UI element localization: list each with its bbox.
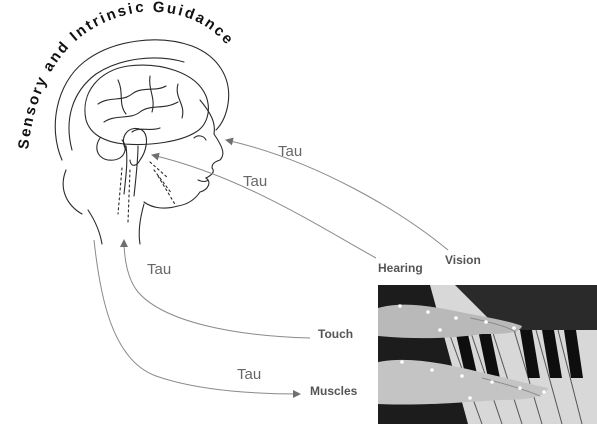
arrow-vision [226,140,448,250]
head-sketch [55,40,228,244]
piano-hands-photo [378,285,597,424]
tau-label-hearing: Tau [243,174,267,189]
arrow-hearing [152,155,376,258]
source-label-touch: Touch [318,328,353,340]
source-label-muscles: Muscles [310,385,357,397]
arrow-touch [124,240,310,338]
tau-label-vision: Tau [278,144,302,159]
tau-label-muscles: Tau [237,367,261,382]
diagram-title: Sensory and Intrinsic Guidance [15,0,238,150]
arrow-muscles [94,240,300,394]
source-label-vision: Vision [445,254,481,266]
tau-label-touch: Tau [147,262,171,277]
source-label-hearing: Hearing [378,262,423,274]
